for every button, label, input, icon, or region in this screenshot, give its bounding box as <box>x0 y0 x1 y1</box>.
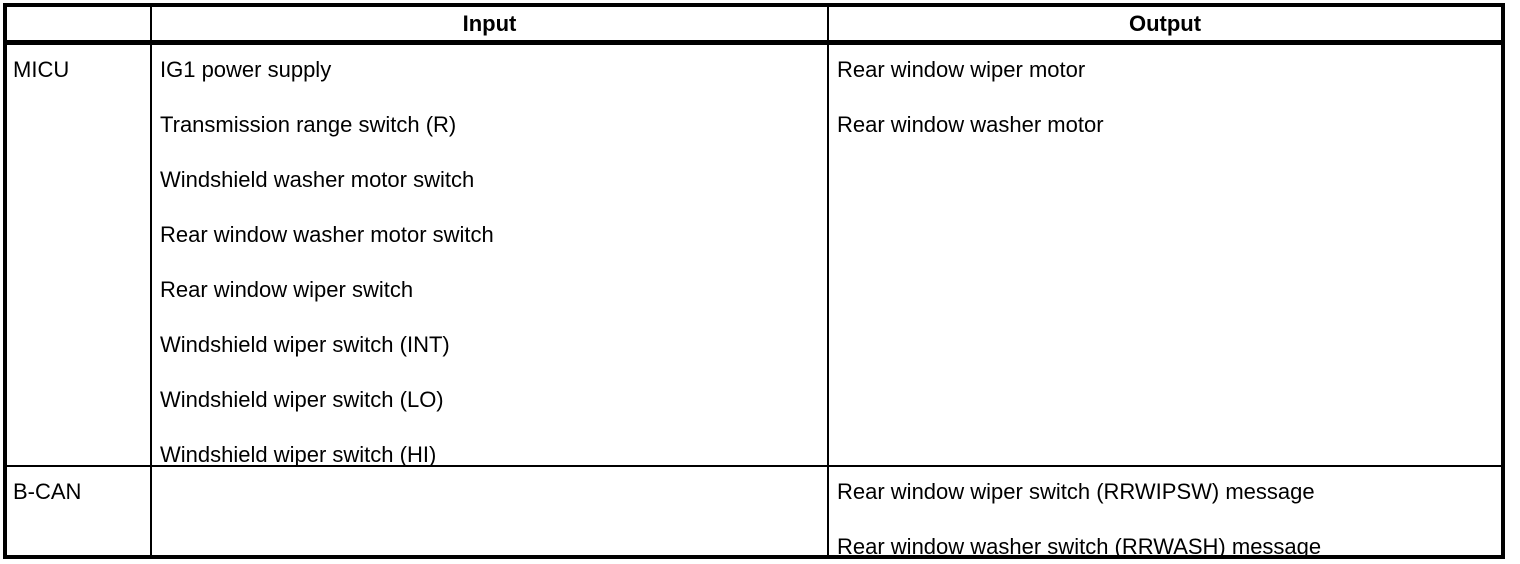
input-item: Windshield wiper switch (LO) <box>160 387 444 412</box>
header-bottom-rule <box>7 40 1501 45</box>
input-item: IG1 power supply <box>160 57 332 82</box>
row-label-cell-bcan: B-CAN <box>7 467 150 555</box>
row-label-bcan: B-CAN <box>13 479 82 504</box>
input-cell-bcan <box>152 467 827 555</box>
input-item: Transmission range switch (R) <box>160 112 457 137</box>
output-item: Rear window washer motor <box>837 112 1104 137</box>
output-item: Rear window wiper motor <box>837 57 1086 82</box>
output-cell-bcan: Rear window wiper switch (RRWIPSW) messa… <box>829 467 1501 559</box>
input-item: Rear window wiper switch <box>160 277 414 302</box>
input-cell-micu: IG1 power supply Transmission range swit… <box>152 45 827 467</box>
input-item: Windshield washer motor switch <box>160 167 475 192</box>
input-item: Rear window washer motor switch <box>160 222 494 247</box>
column-divider-input-output <box>827 7 829 555</box>
row-label-cell-micu: MICU <box>7 45 150 465</box>
output-cell-micu: Rear window wiper motor Rear window wash… <box>829 45 1501 465</box>
column-divider-label-input <box>150 7 152 555</box>
header-cell-input: Input <box>462 10 517 36</box>
row-divider-micu-bcan <box>7 465 1501 467</box>
output-item: Rear window washer switch (RRWASH) messa… <box>837 534 1322 559</box>
table-header-row: Input Output <box>7 7 1501 40</box>
table-row: B-CAN Rear window wiper switch (RRWIPSW)… <box>7 467 1501 559</box>
header-cell-output: Output <box>1128 10 1202 36</box>
output-item: Rear window wiper switch (RRWIPSW) messa… <box>837 479 1315 504</box>
header-cell-corner <box>7 7 150 40</box>
table-row: MICU IG1 power supply Transmission range… <box>7 45 1501 467</box>
input-output-table: Input Output MICU IG1 power supply Trans… <box>3 3 1505 559</box>
row-label-micu: MICU <box>13 57 70 82</box>
input-item: Windshield wiper switch (INT) <box>160 332 450 357</box>
input-item: Windshield wiper switch (HI) <box>160 442 437 467</box>
